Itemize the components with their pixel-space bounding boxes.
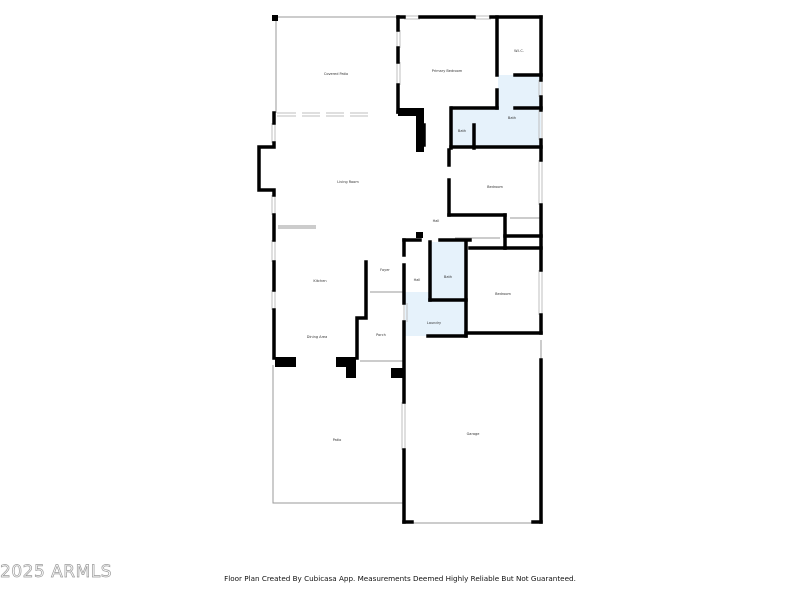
wet-room-fills: [405, 75, 541, 336]
footer-disclaimer: Floor Plan Created By Cubicasa App. Meas…: [224, 574, 576, 583]
thin-outlines: [272, 16, 542, 524]
label-hall-1: Hall: [432, 219, 440, 223]
toilet-bath-fill: [451, 110, 474, 147]
label-foyer: Foyer: [380, 268, 390, 272]
label-dining-area: Dining Area: [306, 335, 328, 339]
label-laundry: Laundry: [426, 321, 442, 325]
label-porch: Porch: [376, 333, 386, 337]
laundry-fill: [405, 292, 466, 336]
windows: [271, 15, 543, 450]
label-primary-bath: Bath: [507, 116, 517, 120]
label-covered-patio: Covered Patio: [323, 72, 349, 76]
primary-bath-fill: [474, 75, 541, 147]
label-bedroom-1: Bedroom: [487, 185, 503, 189]
label-hall-2: Hall: [413, 278, 421, 282]
label-kitchen: Kitchen: [313, 279, 327, 283]
label-patio: Patio: [332, 438, 342, 442]
bath-2-fill: [430, 242, 466, 300]
label-garage: Garage: [466, 432, 480, 436]
label-toilet-bath: Bath: [457, 129, 467, 133]
label-primary-bedroom: Primary Bedroom: [431, 69, 463, 73]
label-living-room: Living Room: [337, 180, 359, 184]
label-wic: W.I.C.: [514, 49, 524, 53]
armls-watermark: 2025 ARMLS: [0, 562, 113, 583]
walls: [257, 15, 543, 524]
wall-blocks: [272, 15, 424, 378]
label-bedroom-2: Bedroom: [495, 292, 511, 296]
label-bath-2: Bath: [443, 275, 453, 279]
